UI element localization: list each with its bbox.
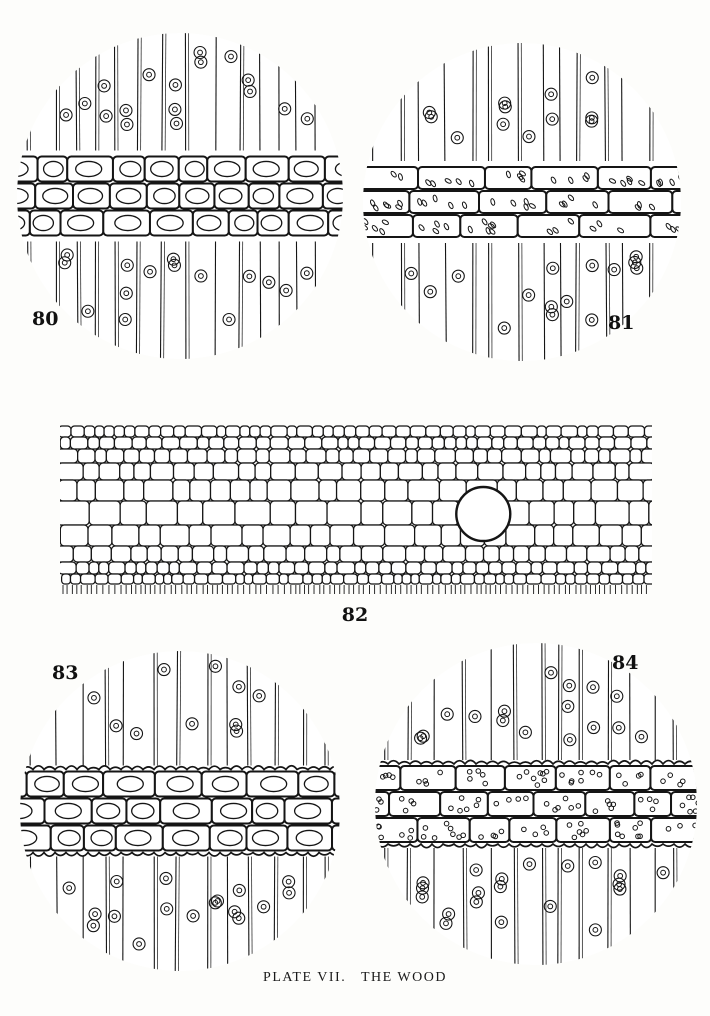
figure-81-illustration — [363, 43, 681, 361]
figure-84-label: 84 — [612, 652, 639, 674]
figure-80-illustration — [17, 33, 343, 359]
figure-84-illustration — [375, 643, 697, 965]
figure-81-label: 81 — [608, 312, 635, 334]
figure-83-illustration — [20, 651, 340, 971]
figure-80-label: 80 — [32, 308, 59, 330]
figure-82-label: 82 — [341, 604, 369, 626]
figure-83-label: 83 — [52, 662, 79, 684]
plate-caption: PLATE VII. THE WOOD — [263, 970, 447, 985]
figure-82-illustration — [60, 425, 652, 594]
